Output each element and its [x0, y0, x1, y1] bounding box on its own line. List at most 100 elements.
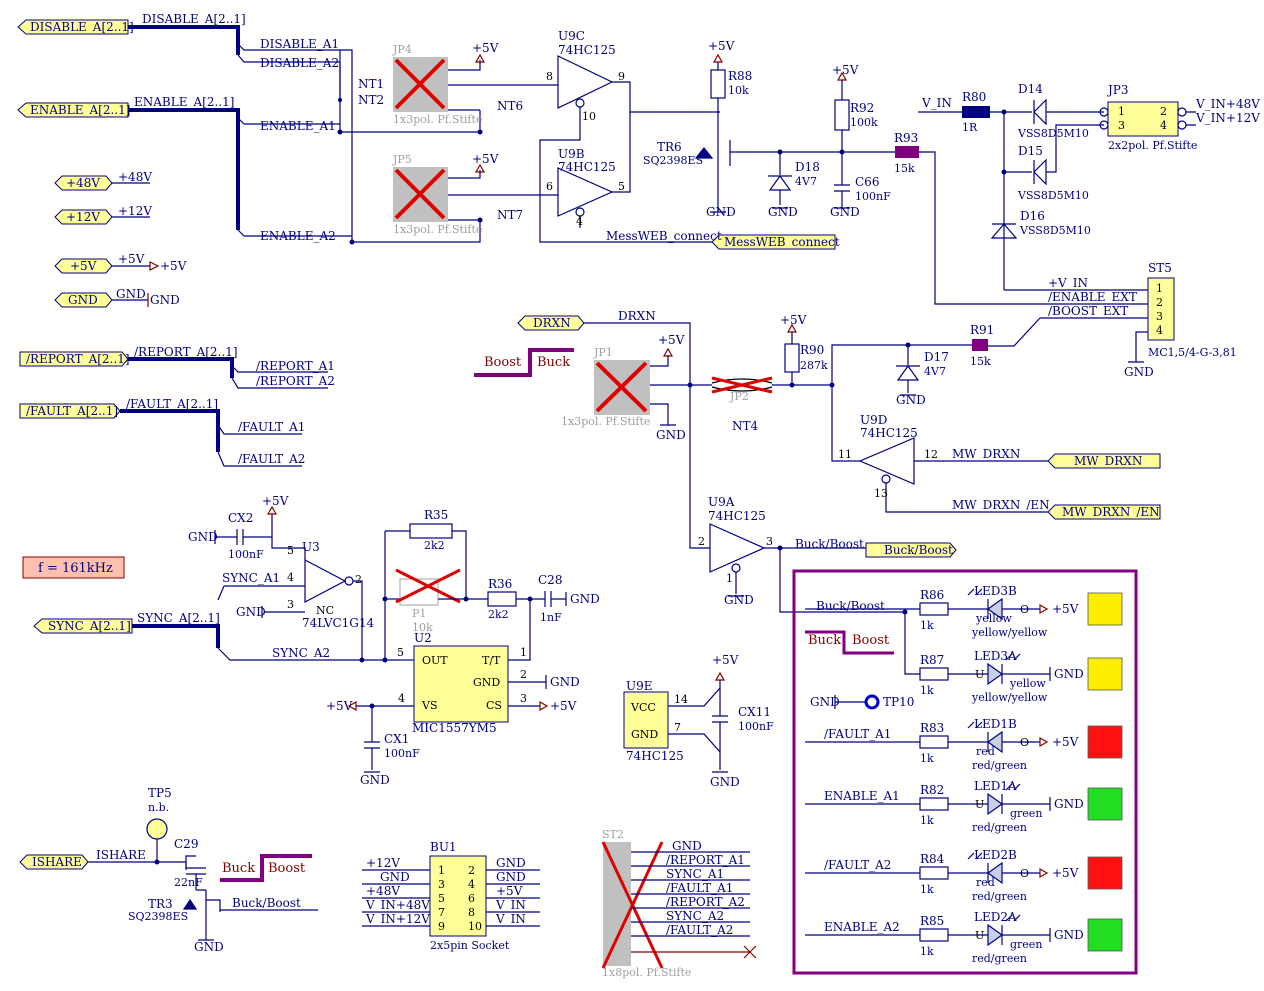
u3-ref: U3	[302, 540, 320, 554]
u9d-pin-out: 12	[924, 448, 938, 461]
net-enable-a-bus: ENABLE_A[2..1]	[134, 95, 234, 109]
port-fault-a: /FAULT_A[2..1]	[19, 403, 121, 419]
u9a-pin-in: 2	[698, 535, 705, 548]
u9d-ref: U9D	[860, 413, 887, 427]
u9d-pin-in: 11	[838, 448, 852, 461]
u3-pin2: 2	[355, 573, 362, 586]
st5-connector: 1 2 3 4 ST5 MC1,5/4-G-3,81 +V_IN /ENABLE…	[988, 261, 1237, 379]
u9c-pin-in: 8	[546, 70, 553, 83]
net-disable-a1: DISABLE_A1	[260, 37, 339, 51]
d17-gnd: GND	[896, 393, 926, 407]
cx2-gnd: GND	[188, 530, 218, 544]
led-ref: LED1B	[974, 717, 1017, 731]
r92-5v: +5V	[832, 63, 859, 77]
u2-type: MIC1557YM5	[412, 721, 497, 735]
u2-pin1: 1	[520, 646, 527, 659]
port-drxn: DRXN	[517, 315, 585, 331]
bu1-right-net: +5V	[496, 884, 523, 898]
st2-net: /REPORT_A1	[666, 853, 745, 867]
net-enable-ext: /ENABLE_EXT	[1048, 290, 1137, 304]
net-nt2: NT2	[358, 93, 384, 107]
port-mw-drxn: MW_DRXN	[1047, 453, 1161, 469]
bu1-desc: 2x5pin Socket	[430, 939, 510, 952]
led-rail: GND	[1054, 928, 1084, 942]
bu1-pin-left: 9	[438, 920, 445, 933]
u2-cs-5v: +5V	[550, 699, 577, 713]
net-fault-a2: /FAULT_A2	[238, 452, 305, 466]
tr3-gnd: GND	[194, 940, 224, 954]
net-mw-drxn-en: MW_DRXN_/EN	[952, 498, 1050, 512]
led-pair: red/green	[972, 952, 1027, 965]
led-color: red	[976, 876, 995, 889]
led-color-swatch	[1087, 592, 1123, 626]
led-resistor-val: 1k	[920, 814, 934, 827]
bu1-pin-right: 8	[468, 906, 475, 919]
r90-5v: +5V	[780, 313, 807, 327]
port-disable-a: DISABLE_A[2..1]	[17, 19, 134, 35]
port-sync-a: SYNC_A[2..1]	[33, 618, 133, 634]
net-report-bus: /REPORT_A[2..1]	[134, 345, 238, 359]
led-rail: +5V	[1052, 735, 1079, 749]
led-ref: LED3B	[974, 584, 1017, 598]
u9c-gate: U9C 74HC125 8 9 10	[539, 29, 720, 243]
u9c-pin-en: 10	[582, 110, 596, 123]
d15-ref: D15	[1018, 144, 1043, 158]
cx11-ref: CX11	[738, 705, 771, 719]
net-5v-arrow: +5V	[160, 259, 187, 273]
st2-desc: 1x8pol. Pf.Stifte	[602, 966, 691, 979]
st2-ref: ST2	[602, 828, 624, 841]
u9a-ref: U9A	[708, 495, 735, 509]
jp2-ref: JP2	[729, 390, 749, 403]
bu1-right-net: GND	[496, 870, 526, 884]
frequency-label: f = 161kHz	[38, 561, 113, 576]
u9e-ref: U9E	[626, 679, 653, 693]
r88-ref: R88	[728, 69, 752, 83]
net-v-in-48: V_IN+48V	[1195, 97, 1260, 111]
jp3-pin2: 2	[1160, 105, 1167, 118]
tp5-val: n.b.	[148, 801, 169, 814]
port-48v: +48V	[54, 175, 113, 191]
led-rows: R861kLED3BOyellowyellow/yellow+5VR871kLE…	[805, 584, 1123, 965]
tr3-ref: TR3	[148, 897, 173, 911]
net-messweb: MessWEB_connect	[606, 229, 722, 243]
r80-val: 1R	[962, 121, 978, 134]
u9b-type: 74HC125	[558, 160, 616, 174]
jp3-pin1: 1	[1118, 105, 1125, 118]
port-48v-label: +48V	[66, 176, 100, 190]
port-buck-boost-label: Buck/Boost	[884, 543, 953, 557]
jp1-ref: JP1	[593, 346, 613, 359]
led-resistor-val: 1k	[920, 619, 934, 632]
tr6-type: SQ2398ES	[643, 154, 703, 167]
port-report-a-label: /REPORT_A[2..1]	[26, 352, 130, 366]
led-row-net: /FAULT_A2	[824, 858, 891, 872]
u9c-pin-out: 9	[618, 70, 625, 83]
net-disable-a2: DISABLE_A2	[260, 56, 339, 70]
bus-lines	[120, 25, 240, 648]
u3-type: 74LVC1G14	[302, 616, 375, 630]
led-ref: LED3A	[974, 649, 1017, 663]
net-buck-boost: Buck/Boost	[795, 537, 864, 551]
port-5v: +5V	[54, 258, 113, 274]
u9b-pin-in: 6	[546, 180, 553, 193]
d16-ref: D16	[1020, 209, 1045, 223]
st5-pin3: 3	[1156, 310, 1163, 323]
net-gnd-2: GND	[150, 293, 180, 307]
u3-gnd: GND	[236, 605, 266, 619]
led-color: yellow	[1009, 677, 1046, 690]
led-rail: +5V	[1052, 602, 1079, 616]
d17-val: 4V7	[924, 365, 946, 378]
led-resistor-ref: R86	[920, 588, 944, 602]
u2-ref: U2	[414, 631, 432, 645]
buck-boost-1-boost: Boost	[484, 355, 522, 370]
tr6-block: +5V R88 10k TR6 SQ2398ES GND D18 4V7 GND…	[643, 39, 1148, 305]
st2-net: GND	[672, 839, 702, 853]
bu1-left-net: +48V	[366, 884, 400, 898]
st2-net: /FAULT_A2	[666, 923, 733, 937]
p1-val: 10k	[412, 621, 433, 634]
port-enable-a-label: ENABLE_A[2..1]	[30, 103, 130, 117]
c66-val: 100nF	[855, 190, 891, 203]
